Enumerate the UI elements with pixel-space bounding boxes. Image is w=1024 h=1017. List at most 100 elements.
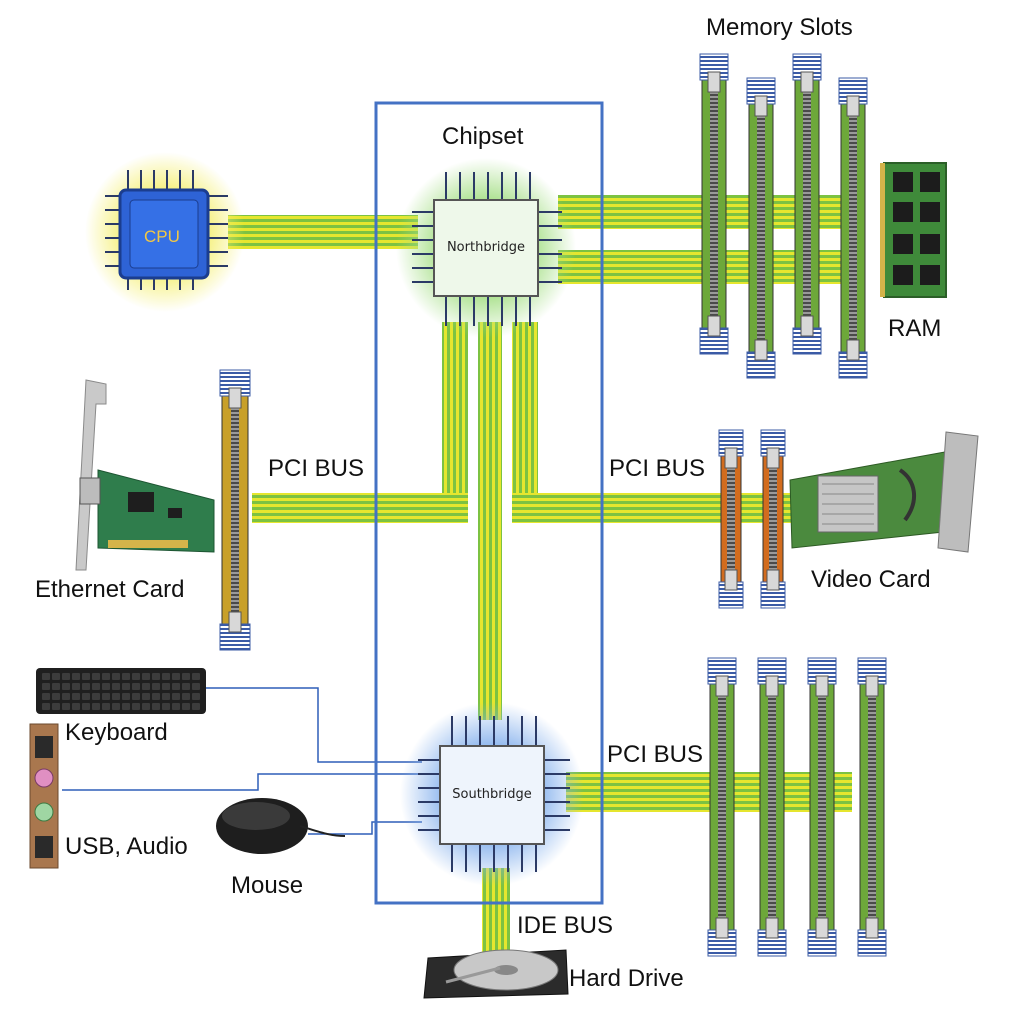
keyboard-key	[162, 693, 170, 700]
keyboard-key	[192, 683, 200, 690]
keyboard-key	[82, 683, 90, 690]
ethernet-card-icon	[75, 379, 215, 571]
keyboard-key	[122, 683, 130, 690]
keyboard-key	[162, 673, 170, 680]
chipset-boundary	[374, 101, 604, 905]
keyboard-key	[182, 683, 190, 690]
keyboard-key	[52, 673, 60, 680]
keyboard-key	[112, 683, 120, 690]
keyboard-key	[162, 703, 170, 710]
pci-bus-right-label: PCI BUS	[609, 455, 706, 482]
keyboard-key	[72, 693, 80, 700]
keyboard-key	[132, 673, 140, 680]
keyboard-key	[172, 693, 180, 700]
keyboard-key	[152, 693, 160, 700]
northbridge-ethernet-pci-bus	[252, 322, 468, 523]
keyboard-key	[192, 703, 200, 710]
keyboard-key	[112, 703, 120, 710]
keyboard-key	[102, 693, 110, 700]
keyboard-key	[132, 693, 140, 700]
keyboard-key	[52, 703, 60, 710]
keyboard-key	[182, 693, 190, 700]
keyboard-key	[52, 683, 60, 690]
keyboard-icon	[36, 668, 206, 714]
pci-slot-4	[857, 657, 887, 957]
northbridge-label: Northbridge	[446, 240, 526, 255]
keyboard-key	[112, 673, 120, 680]
keyboard-key	[92, 673, 100, 680]
cpu-label: CPU	[144, 227, 180, 246]
memory-slot-4	[838, 77, 868, 379]
memory-slot-3	[792, 53, 822, 355]
pci-slot-2	[757, 657, 787, 957]
video-pci-slot-1	[718, 429, 744, 609]
memory-slot-1	[699, 53, 729, 355]
pci-bus-left-label: PCI BUS	[268, 455, 365, 482]
video-pci-slot-2	[760, 429, 786, 609]
memory-slot-2	[746, 77, 776, 379]
southbridge-pci-bus	[566, 772, 852, 812]
keyboard-key	[132, 683, 140, 690]
keyboard-key	[112, 693, 120, 700]
keyboard-key	[102, 673, 110, 680]
expansion-slots	[219, 53, 887, 957]
keyboard-key	[122, 693, 130, 700]
pci-slot-1	[707, 657, 737, 957]
video-card-label: Video Card	[811, 566, 931, 593]
usb-audio-label: USB, Audio	[65, 833, 188, 860]
chipset-label: Chipset	[442, 123, 524, 150]
keyboard-key	[72, 703, 80, 710]
mouse-label: Mouse	[231, 872, 304, 899]
ram-label: RAM	[888, 315, 942, 342]
keyboard-key	[82, 693, 90, 700]
keyboard-key	[152, 683, 160, 690]
keyboard-key	[42, 693, 50, 700]
keyboard-key	[172, 673, 180, 680]
keyboard-key	[62, 683, 70, 690]
hard-drive-label: Hard Drive	[569, 965, 684, 992]
keyboard-key	[82, 703, 90, 710]
keyboard-key	[142, 683, 150, 690]
keyboard-key	[152, 673, 160, 680]
keyboard-key	[182, 673, 190, 680]
keyboard-key	[82, 673, 90, 680]
keyboard-key	[192, 693, 200, 700]
memory-slots-label: Memory Slots	[706, 14, 853, 41]
peripheral-wires	[62, 687, 422, 835]
keyboard-key	[162, 683, 170, 690]
cpu-icon	[85, 152, 245, 312]
keyboard-key	[42, 673, 50, 680]
keyboard-label: Keyboard	[65, 719, 168, 746]
southbridge-label: Southbridge	[452, 787, 532, 802]
ide-bus-label: IDE BUS	[517, 912, 614, 939]
hard-drive-icon	[423, 949, 569, 999]
keyboard-key	[72, 673, 80, 680]
keyboard-key	[92, 703, 100, 710]
keyboard-key	[42, 683, 50, 690]
keyboard-key	[62, 693, 70, 700]
keyboard-key	[92, 683, 100, 690]
keyboard-key	[52, 693, 60, 700]
keyboard-key	[62, 673, 70, 680]
ram-module-icon	[880, 162, 947, 298]
keyboard-key	[72, 683, 80, 690]
keyboard-key	[62, 703, 70, 710]
mouse-icon	[216, 798, 346, 854]
keyboard-key	[142, 703, 150, 710]
keyboard-key	[142, 693, 150, 700]
keyboard-key	[152, 703, 160, 710]
keyboard-key	[92, 693, 100, 700]
pci-bus-bottom-label: PCI BUS	[607, 741, 704, 768]
keyboard-key	[132, 703, 140, 710]
keyboard-key	[42, 703, 50, 710]
southbridge-chip-icon	[400, 702, 584, 886]
usb-audio-port-icon	[29, 723, 59, 869]
keyboard-key	[172, 683, 180, 690]
cpu-northbridge-bus	[228, 215, 418, 249]
video-card-icon	[789, 431, 979, 553]
keyboard-key	[102, 683, 110, 690]
ethernet-pci-slot	[219, 369, 251, 651]
keyboard-key	[142, 673, 150, 680]
keyboard-key	[122, 673, 130, 680]
